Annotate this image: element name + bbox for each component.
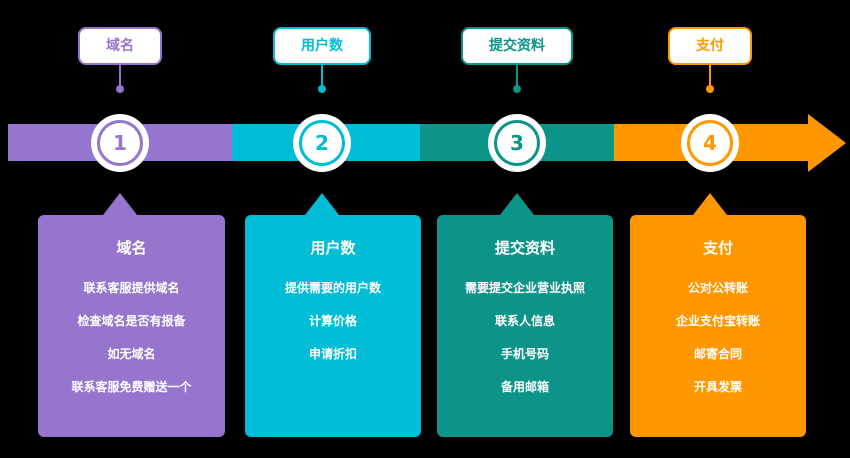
- card-item: 检查域名是否有报备: [77, 314, 186, 328]
- step-2-card: 用户数 提供需要的用户数 计算价格 申请折扣: [245, 215, 421, 437]
- step-4-card-items: 公对公转账 企业支付宝转账 邮寄合同 开具发票: [630, 282, 806, 394]
- step-4-label-box: 支付: [668, 27, 752, 65]
- step-2-card-pointer: [305, 193, 339, 215]
- step-3-card: 提交资料 需要提交企业营业执照 联系人信息 手机号码 备用邮箱: [437, 215, 613, 437]
- step-4-card-pointer: [693, 193, 727, 215]
- step-4-connector-dot: [706, 85, 714, 93]
- step-3-connector-line: [516, 65, 518, 87]
- step-2-number: 2: [299, 120, 345, 166]
- step-3-number-circle: 3: [488, 114, 546, 172]
- step-1-card-title: 域名: [116, 239, 147, 257]
- step-1-label: 域名: [106, 38, 134, 54]
- step-1-card: 域名 联系客服提供域名 检查域名是否有报备 如无域名 联系客服免费赠送一个: [38, 215, 225, 437]
- step-3-label: 提交资料: [489, 38, 545, 54]
- step-3-label-box: 提交资料: [461, 27, 573, 65]
- card-item: 企业支付宝转账: [675, 314, 760, 328]
- step-1-connector-dot: [116, 85, 124, 93]
- step-4-number: 4: [687, 120, 733, 166]
- step-2-connector-line: [321, 65, 323, 87]
- card-item: 备用邮箱: [500, 380, 549, 394]
- card-item: 申请折扣: [308, 347, 357, 361]
- step-1-label-box: 域名: [78, 27, 162, 65]
- step-1-card-items: 联系客服提供域名 检查域名是否有报备 如无域名 联系客服免费赠送一个: [38, 282, 225, 394]
- step-1-number: 1: [97, 120, 143, 166]
- step-2-label: 用户数: [301, 38, 343, 54]
- card-item: 开具发票: [693, 380, 742, 394]
- step-2-card-items: 提供需要的用户数 计算价格 申请折扣: [245, 282, 421, 361]
- card-item: 手机号码: [500, 347, 549, 361]
- step-4-card: 支付 公对公转账 企业支付宝转账 邮寄合同 开具发票: [630, 215, 806, 437]
- step-1-card-pointer: [103, 193, 137, 215]
- arrow-head-icon: [808, 114, 846, 172]
- card-item: 联系客服提供域名: [83, 281, 180, 295]
- step-2-number-circle: 2: [293, 114, 351, 172]
- card-item: 邮寄合同: [693, 347, 742, 361]
- step-2-label-box: 用户数: [273, 27, 371, 65]
- step-4-card-title: 支付: [702, 239, 733, 257]
- step-3-card-title: 提交资料: [494, 239, 555, 257]
- card-item: 提供需要的用户数: [284, 281, 381, 295]
- card-item: 联系人信息: [494, 314, 555, 328]
- card-item: 需要提交企业营业执照: [464, 281, 585, 295]
- card-item: 计算价格: [308, 314, 357, 328]
- step-3-number: 3: [494, 120, 540, 166]
- step-3-card-items: 需要提交企业营业执照 联系人信息 手机号码 备用邮箱: [437, 282, 613, 394]
- card-item: 如无域名: [107, 347, 156, 361]
- step-2-connector-dot: [318, 85, 326, 93]
- step-3-card-pointer: [500, 193, 534, 215]
- card-item: 公对公转账: [687, 281, 748, 295]
- step-2-card-title: 用户数: [310, 239, 356, 257]
- step-1-connector-line: [119, 65, 121, 87]
- step-1-number-circle: 1: [91, 114, 149, 172]
- step-3-connector-dot: [513, 85, 521, 93]
- step-4-label: 支付: [696, 38, 724, 54]
- step-4-connector-line: [709, 65, 711, 87]
- card-item: 联系客服免费赠送一个: [71, 380, 192, 394]
- step-4-number-circle: 4: [681, 114, 739, 172]
